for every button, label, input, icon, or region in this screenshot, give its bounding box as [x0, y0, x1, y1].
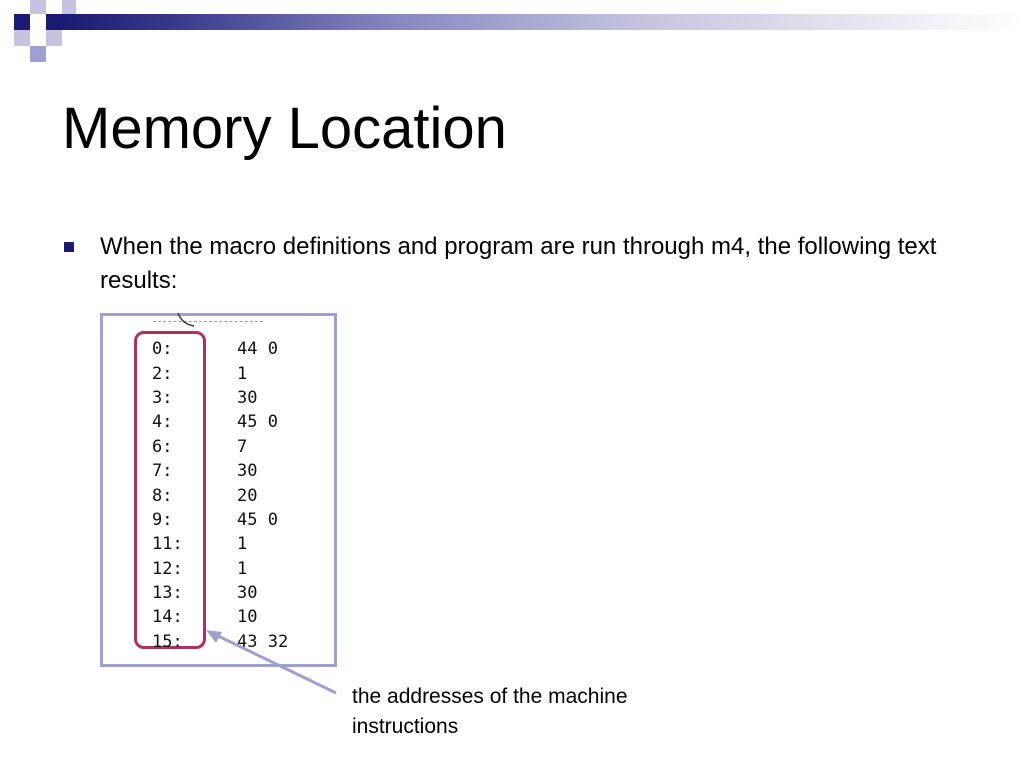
code-row: 13: 30 [152, 581, 337, 605]
code-row: 11: 1 [152, 532, 337, 556]
bullet-square-icon [64, 242, 74, 252]
code-value: 20 [237, 485, 258, 506]
header-gradient-bar [62, 14, 1024, 30]
slide-title: Memory Location [62, 96, 507, 161]
code-row: 15: 43 32 [152, 630, 337, 654]
code-address: 11: [152, 534, 183, 555]
code-value: 1 [237, 363, 248, 384]
deco-square [46, 14, 62, 30]
code-address: 0: [152, 339, 173, 360]
code-value: 44 0 [237, 339, 278, 360]
code-address: 9: [152, 509, 173, 530]
code-row: 12: 1 [152, 557, 337, 581]
bullet-text: When the macro definitions and program a… [100, 233, 937, 294]
cropped-scan-edge [153, 316, 263, 322]
code-row: 7: 30 [152, 459, 337, 483]
code-value: 1 [237, 534, 248, 555]
code-value: 1 [237, 558, 248, 579]
code-value: 30 [237, 461, 258, 482]
code-row: 4: 45 0 [152, 410, 337, 434]
code-address: 12: [152, 558, 183, 579]
code-row: 9: 45 0 [152, 508, 337, 532]
annotation-text: the addresses of the machine instruction… [352, 685, 628, 738]
code-value: 10 [237, 607, 258, 628]
code-value: 30 [237, 387, 258, 408]
code-address: 7: [152, 461, 173, 482]
code-address: 8: [152, 485, 173, 506]
header-decoration [0, 0, 1024, 62]
deco-square [30, 46, 46, 62]
code-row: 6: 7 [152, 435, 337, 459]
deco-square [62, 0, 76, 14]
code-address: 14: [152, 607, 183, 628]
code-address: 2: [152, 363, 173, 384]
deco-square [30, 0, 46, 14]
code-address: 13: [152, 583, 183, 604]
address-column-highlight [134, 331, 206, 649]
code-row: 8: 20 [152, 483, 337, 507]
code-value: 43 32 [237, 631, 289, 652]
code-address: 6: [152, 436, 173, 457]
code-address: 4: [152, 412, 173, 433]
code-address: 15: [152, 631, 183, 652]
code-value: 45 0 [237, 412, 278, 433]
deco-square [14, 30, 30, 46]
deco-square [14, 14, 30, 30]
code-row: 3: 30 [152, 386, 337, 410]
deco-square [46, 30, 62, 46]
code-row: 0: 44 0 [152, 337, 337, 361]
code-row: 14: 10 [152, 605, 337, 629]
code-address: 3: [152, 387, 173, 408]
code-row: 2: 1 [152, 361, 337, 385]
code-value: 30 [237, 583, 258, 604]
code-value: 45 0 [237, 509, 278, 530]
code-value: 7 [237, 436, 248, 457]
